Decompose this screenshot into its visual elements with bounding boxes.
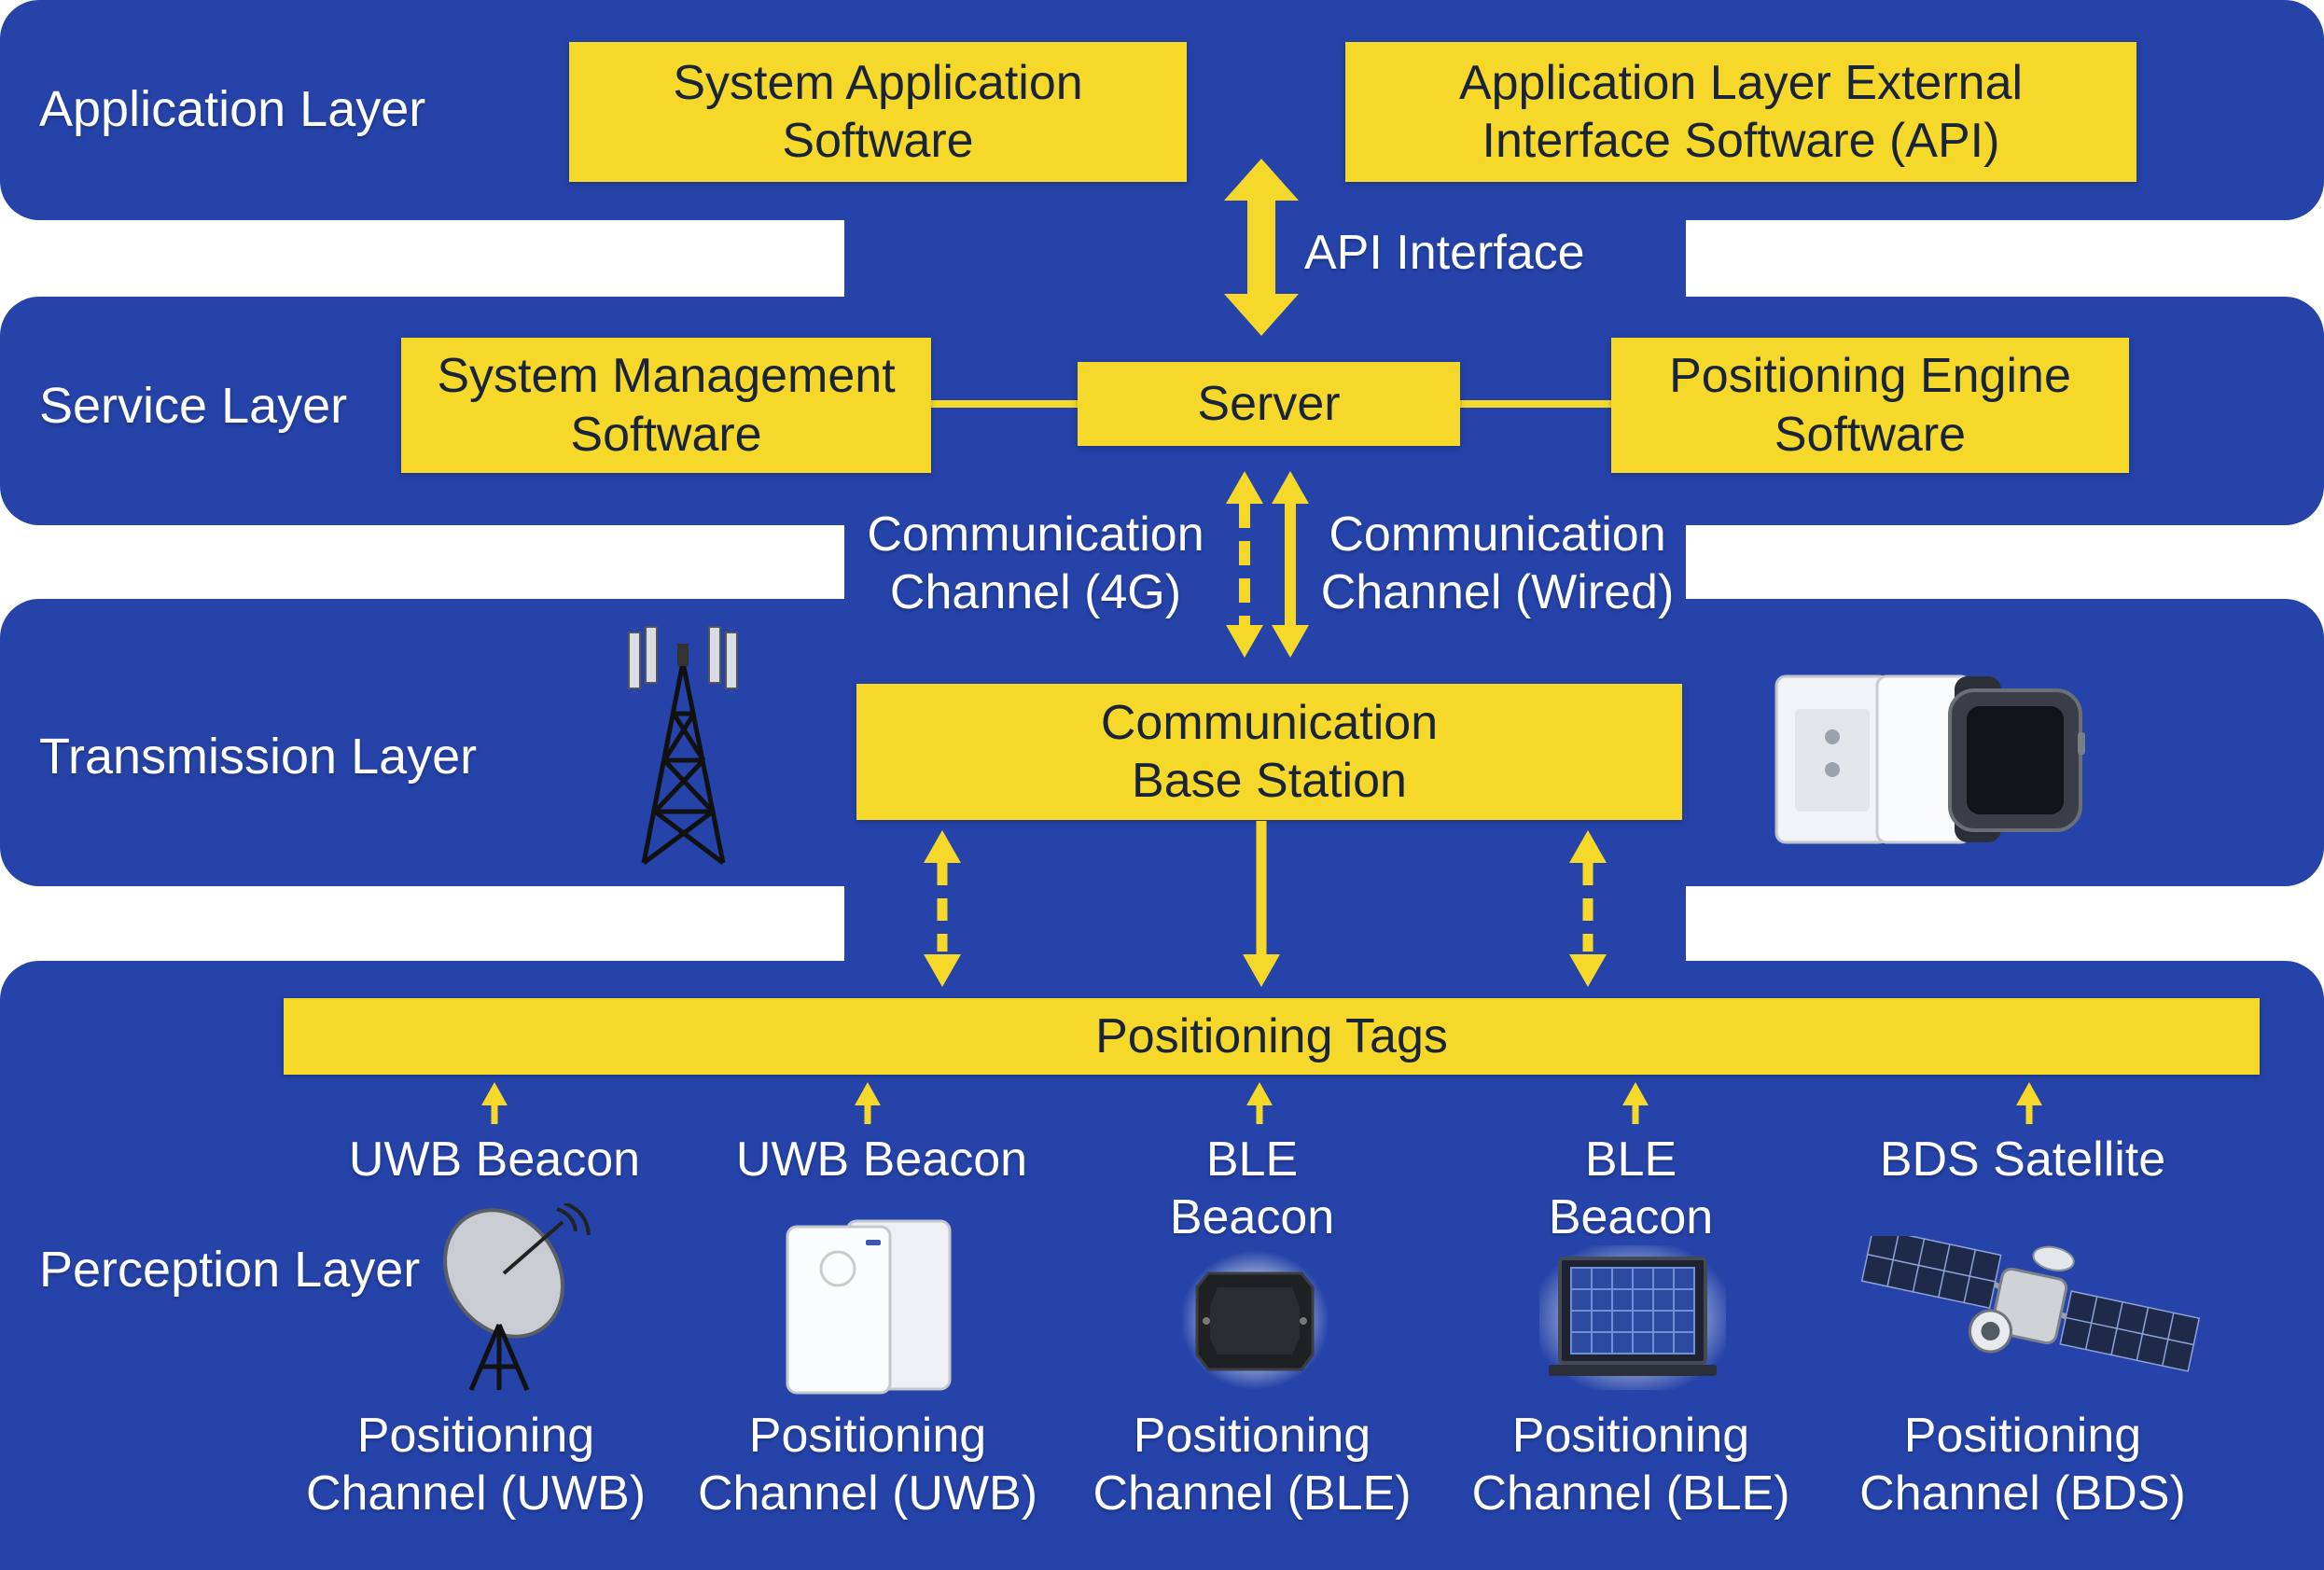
solar-panel-icon xyxy=(1539,1245,1726,1390)
satellite-icon xyxy=(1860,1236,2201,1372)
positioning-engine-software-box: Positioning Engine Software xyxy=(1611,338,2129,473)
source-name: BDS Satellite xyxy=(1879,1132,2166,1187)
perception-layer-label: Perception Layer xyxy=(39,1242,421,1298)
positioning-tag-devices-icon xyxy=(1774,674,2085,844)
ble-up-arrow-2 xyxy=(1622,1082,1649,1124)
base-station-left-dashed-arrow xyxy=(924,830,961,987)
management-server-link xyxy=(928,400,1078,408)
source-name: BLE Beacon xyxy=(1169,1132,1335,1245)
channel-4g-label: Communication Channel (4G) xyxy=(867,507,1204,620)
channel-wired-label: Communication Channel (Wired) xyxy=(1320,507,1675,620)
api-interface-arrow xyxy=(1224,159,1299,336)
base-station-right-dashed-arrow xyxy=(1569,830,1607,987)
cell-tower-icon xyxy=(628,626,738,866)
satellite-dish-icon xyxy=(443,1203,591,1391)
source-channel-label: Positioning Channel (UWB) xyxy=(697,1409,1038,1521)
server-engine-link xyxy=(1460,400,1614,408)
transmission-layer-label: Transmission Layer xyxy=(39,729,478,785)
positioning-tags-bar: Positioning Tags xyxy=(284,998,2260,1075)
bds-up-arrow xyxy=(2016,1082,2042,1124)
api-interface-label: API Interface xyxy=(1304,226,1585,280)
system-management-software-box: System Management Software xyxy=(401,338,931,473)
source-channel-label: Positioning Channel (BLE) xyxy=(1471,1409,1790,1521)
source-channel-label: Positioning Channel (UWB) xyxy=(305,1409,647,1521)
system-application-software-box: System Application Software xyxy=(569,42,1187,182)
source-channel-label: Positioning Channel (BLE) xyxy=(1092,1409,1412,1521)
ble-up-arrow-1 xyxy=(1246,1082,1273,1124)
source-name: UWB Beacon xyxy=(348,1132,641,1187)
source-channel-label: Positioning Channel (BDS) xyxy=(1859,1409,2186,1521)
external-api-software-box: Application Layer External Interface Sof… xyxy=(1345,42,2136,182)
uwb-up-arrow-1 xyxy=(481,1082,508,1124)
source-name: BLE Beacon xyxy=(1548,1132,1714,1245)
uwb-beacon-icon xyxy=(786,1219,952,1395)
base-station-center-arrow xyxy=(1243,821,1280,987)
communication-base-station-box: Communication Base Station xyxy=(856,684,1682,820)
channel-4g-arrow xyxy=(1226,471,1263,658)
server-box: Server xyxy=(1078,362,1460,446)
source-name: UWB Beacon xyxy=(735,1132,1028,1187)
channel-wired-arrow xyxy=(1272,471,1309,658)
uwb-up-arrow-2 xyxy=(855,1082,881,1124)
service-layer-label: Service Layer xyxy=(39,378,348,434)
application-layer-label: Application Layer xyxy=(39,81,426,137)
ble-beacon-icon xyxy=(1180,1250,1329,1390)
